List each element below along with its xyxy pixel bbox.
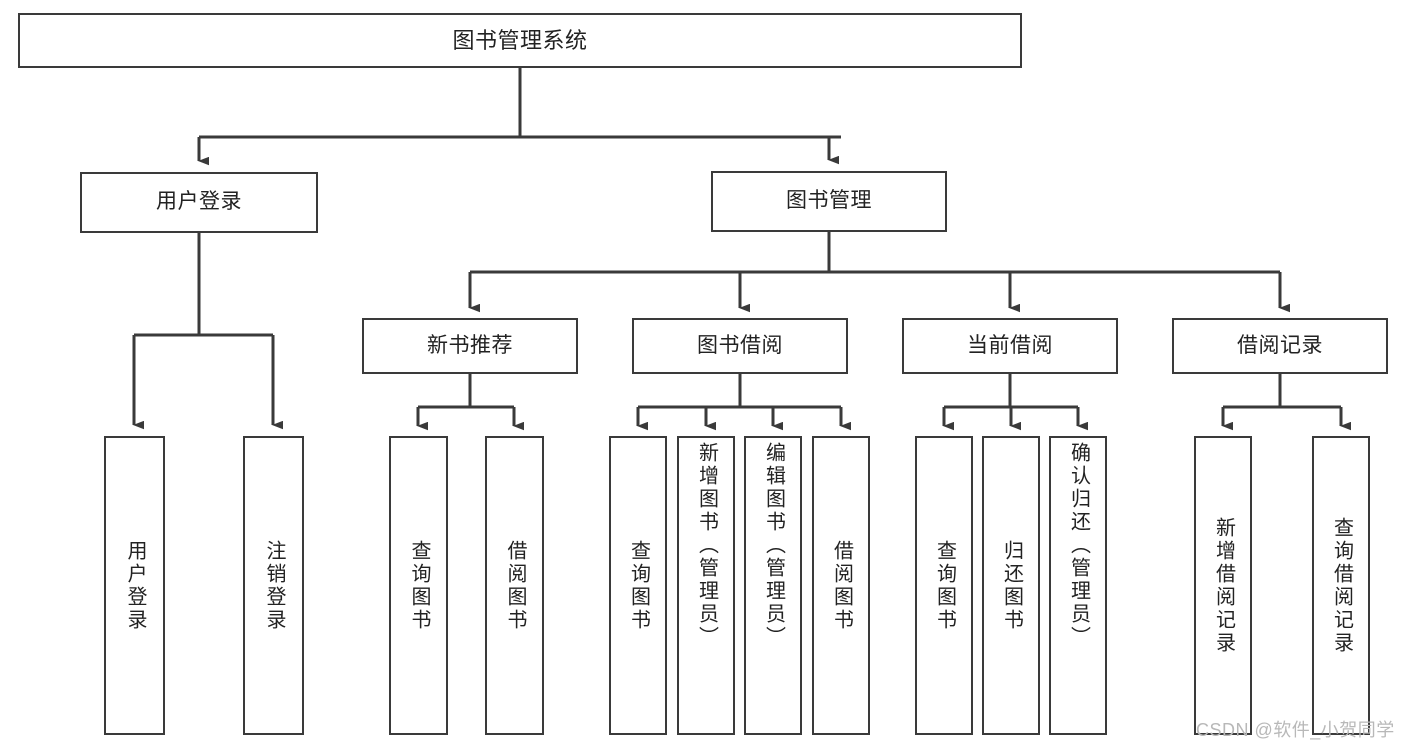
node-borrow-record[interactable]: 借阅记录 (1172, 318, 1388, 374)
node-current-borrow[interactable]: 当前借阅 (902, 318, 1118, 374)
node-leaf-query-book-2-label: 查询图书 (627, 539, 650, 632)
node-book-manage[interactable]: 图书管理 (711, 171, 947, 232)
node-borrow-record-label: 借阅记录 (1237, 333, 1323, 357)
node-leaf-edit-book[interactable]: 编辑图书（管理员） (744, 436, 802, 735)
node-leaf-borrow-book-1-label: 借阅图书 (504, 539, 526, 632)
node-leaf-add-record-label: 新增借阅记录 (1212, 516, 1235, 655)
node-book-borrow[interactable]: 图书借阅 (632, 318, 848, 374)
node-new-book-recommend-label: 新书推荐 (427, 333, 513, 357)
node-root[interactable]: 图书管理系统 (18, 13, 1022, 68)
node-book-borrow-label: 图书借阅 (697, 333, 783, 357)
node-leaf-borrow-book-2-label: 借阅图书 (830, 539, 853, 632)
node-leaf-return-book-label: 归还图书 (1000, 539, 1023, 632)
node-leaf-user-login[interactable]: 用户登录 (104, 436, 165, 735)
node-leaf-query-record[interactable]: 查询借阅记录 (1312, 436, 1370, 735)
node-new-book-recommend[interactable]: 新书推荐 (362, 318, 578, 374)
node-current-borrow-label: 当前借阅 (967, 333, 1053, 357)
node-user-login[interactable]: 用户登录 (80, 172, 318, 233)
node-leaf-query-book-2[interactable]: 查询图书 (609, 436, 667, 735)
node-leaf-user-login-label: 用户登录 (124, 539, 146, 632)
node-leaf-logout[interactable]: 注销登录 (243, 436, 304, 735)
node-leaf-return-book[interactable]: 归还图书 (982, 436, 1040, 735)
node-leaf-logout-label: 注销登录 (263, 539, 285, 632)
watermark: CSDN @软件_小贺同学 (1196, 720, 1395, 740)
node-leaf-confirm-return-label: 确认归还（管理员） (1067, 442, 1090, 649)
node-leaf-borrow-book-2[interactable]: 借阅图书 (812, 436, 870, 735)
node-user-login-label: 用户登录 (156, 190, 242, 214)
node-leaf-query-book-1[interactable]: 查询图书 (389, 436, 448, 735)
node-root-label: 图书管理系统 (452, 27, 588, 53)
node-leaf-query-book-3-label: 查询图书 (933, 539, 956, 632)
node-leaf-edit-book-label: 编辑图书（管理员） (762, 442, 785, 649)
node-leaf-query-book-3[interactable]: 查询图书 (915, 436, 973, 735)
node-leaf-add-record[interactable]: 新增借阅记录 (1194, 436, 1252, 735)
node-leaf-query-record-label: 查询借阅记录 (1330, 516, 1353, 655)
node-leaf-query-book-1-label: 查询图书 (408, 539, 430, 632)
node-leaf-borrow-book-1[interactable]: 借阅图书 (485, 436, 544, 735)
node-leaf-add-book[interactable]: 新增图书（管理员） (677, 436, 735, 735)
node-leaf-add-book-label: 新增图书（管理员） (695, 442, 718, 649)
node-book-manage-label: 图书管理 (786, 189, 872, 213)
node-leaf-confirm-return[interactable]: 确认归还（管理员） (1049, 436, 1107, 735)
